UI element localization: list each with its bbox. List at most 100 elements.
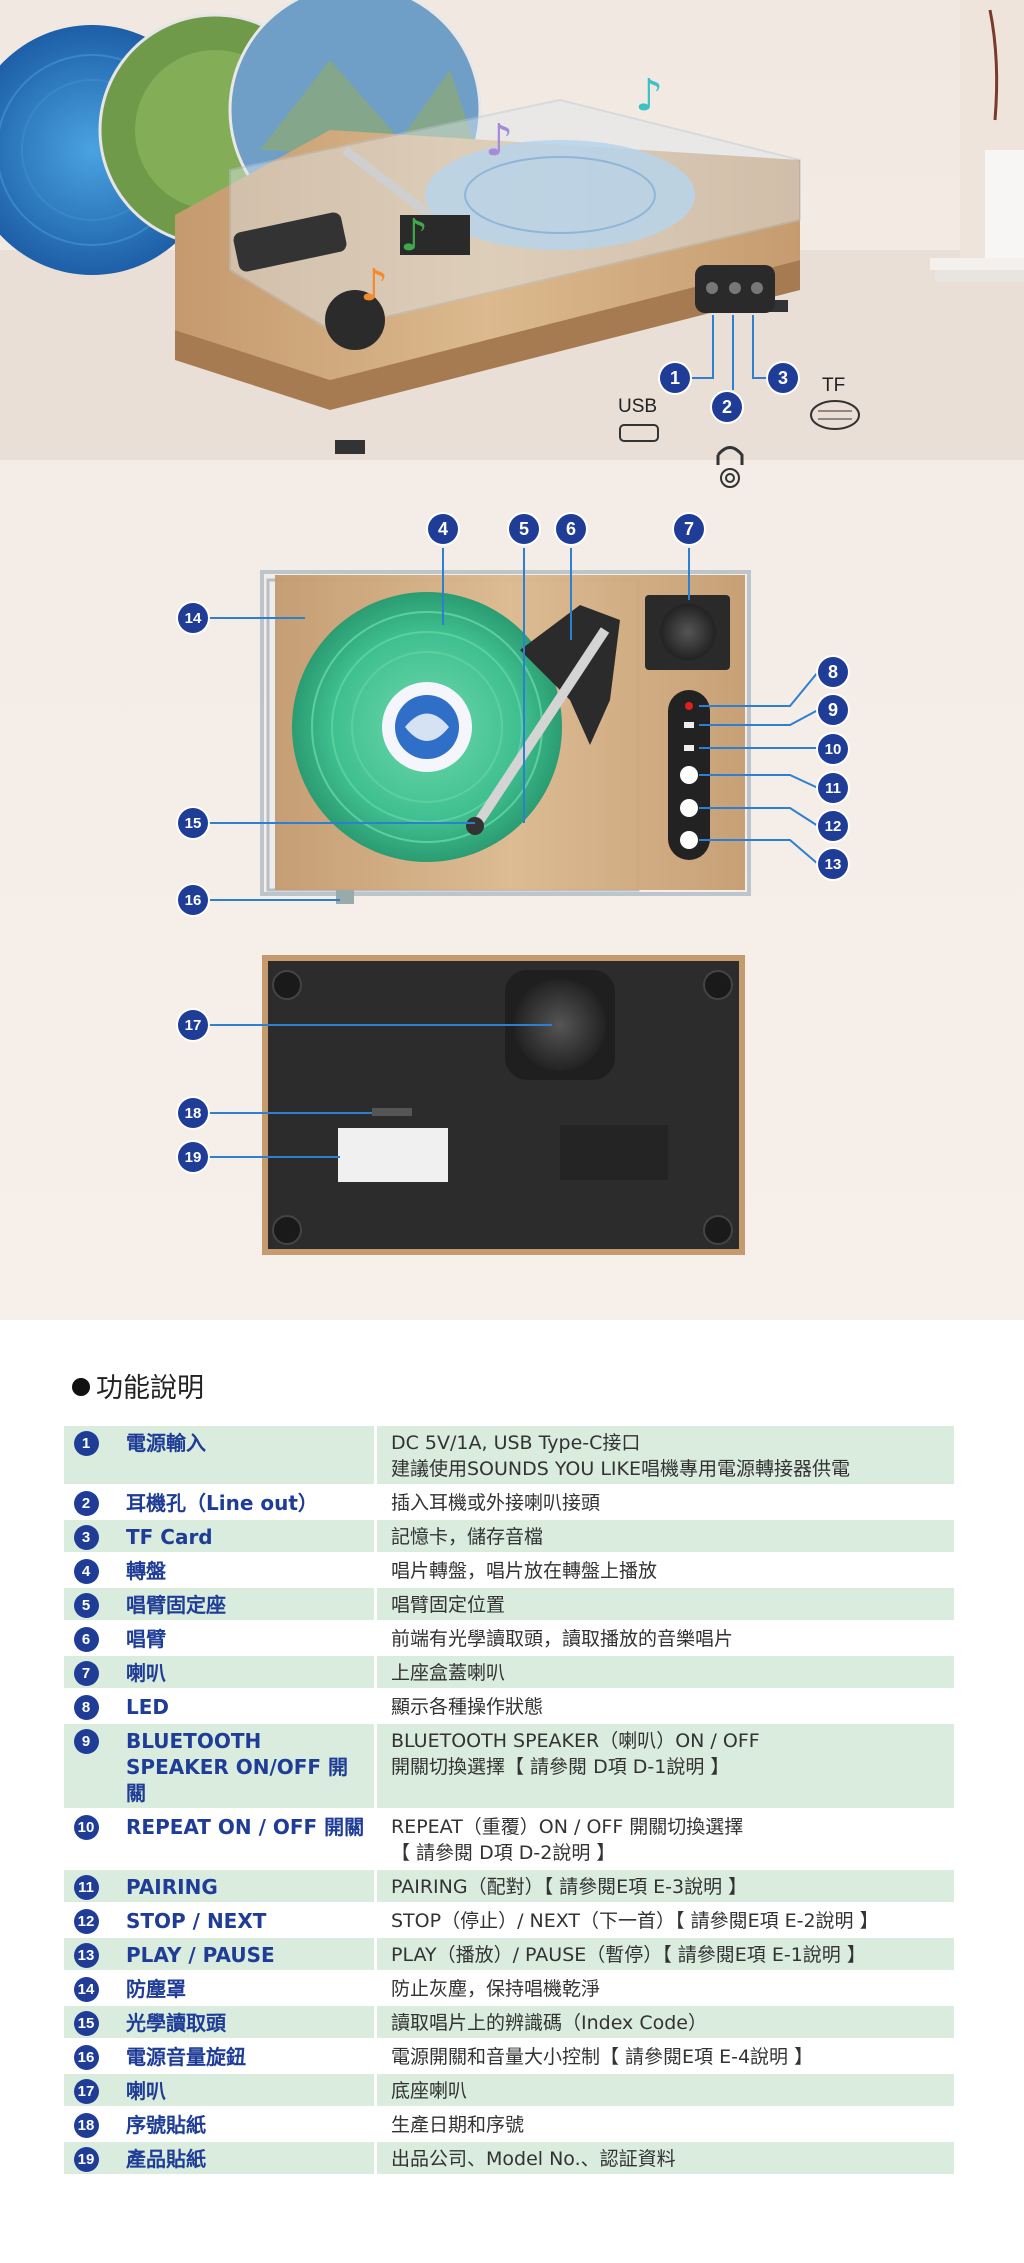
callout-18: 18	[178, 1098, 208, 1128]
feature-description: PAIRING（配對）【 請參閱E項 E-3說明 】	[377, 1870, 954, 1902]
feature-number-badge: 3	[73, 1525, 99, 1550]
feature-number-badge: 11	[73, 1875, 99, 1900]
feature-description: BLUETOOTH SPEAKER（喇叭）ON / OFF 開關切換選擇【 請參閱…	[377, 1724, 954, 1808]
feature-name: 光學讀取頭	[108, 2006, 377, 2038]
turntable-perspective: ♪ ♪ ♪ ♪	[175, 70, 860, 488]
feature-number: 1	[64, 1426, 108, 1484]
feature-description-line: 記憶卡，儲存音檔	[391, 1526, 544, 1548]
feature-number-badge: 8	[73, 1695, 99, 1720]
feature-description-line: BLUETOOTH SPEAKER（喇叭）ON / OFF	[391, 1730, 760, 1752]
turntable-bottom-view	[208, 955, 745, 1255]
feature-name: TF Card	[108, 1520, 377, 1552]
feature-row: 18 序號貼紙生產日期和序號	[64, 2108, 954, 2140]
feature-number-badge: 1	[73, 1431, 99, 1456]
feature-number-badge: 12	[73, 1909, 99, 1934]
feature-name: STOP / NEXT	[108, 1904, 377, 1936]
feature-number: 2	[64, 1486, 108, 1518]
port-label-tf: TF	[822, 375, 846, 396]
section-title: 功能說明	[72, 1366, 204, 1405]
feature-number: 5	[64, 1588, 108, 1620]
feature-name: LED	[108, 1690, 377, 1722]
product-diagram: ♪ ♪ ♪ ♪	[0, 0, 1024, 1320]
feature-number: 18	[64, 2108, 108, 2140]
bullet-icon	[72, 1378, 90, 1396]
decorative-records	[0, 0, 482, 275]
feature-description: 讀取唱片上的辨識碼（Index Code）	[377, 2006, 954, 2038]
feature-number-badge: 18	[73, 2113, 99, 2138]
callout-12: 12	[818, 811, 848, 841]
feature-description: 底座喇叭	[377, 2074, 954, 2106]
feature-description: 前端有光學讀取頭，讀取播放的音樂唱片	[377, 1622, 954, 1654]
callout-16: 16	[178, 885, 208, 915]
product-illustration: ♪ ♪ ♪ ♪	[0, 0, 1024, 1255]
feature-description: 防止灰塵，保持唱機乾淨	[377, 1972, 954, 2004]
feature-description-line: 讀取唱片上的辨識碼（Index Code）	[391, 2012, 707, 2034]
feature-description: STOP（停止）/ NEXT（下一首）【 請參閱E項 E-2說明 】	[377, 1904, 954, 1936]
callout-2: 2	[712, 392, 742, 422]
feature-number: 12	[64, 1904, 108, 1936]
feature-description: 出品公司、Model No.、認証資料	[377, 2142, 954, 2174]
feature-name: REPEAT ON / OFF 開關	[108, 1810, 377, 1868]
feature-description-line: 唱片轉盤，唱片放在轉盤上播放	[391, 1560, 658, 1582]
feature-description: PLAY（播放）/ PAUSE（暫停）【 請參閱E項 E-1說明 】	[377, 1938, 954, 1970]
feature-name: PAIRING	[108, 1870, 377, 1902]
callout-15: 15	[178, 808, 208, 838]
callout-9: 9	[818, 695, 848, 725]
feature-description: 電源開關和音量大小控制【 請參閱E項 E-4說明 】	[377, 2040, 954, 2072]
feature-name: 唱臂	[108, 1622, 377, 1654]
feature-number: 19	[64, 2142, 108, 2174]
feature-number: 3	[64, 1520, 108, 1552]
feature-row: 3 TF Card 記憶卡，儲存音檔	[64, 1520, 954, 1552]
feature-number-badge: 6	[73, 1627, 99, 1652]
callout-13: 13	[818, 849, 848, 879]
feature-description-line: 顯示各種操作狀態	[391, 1696, 544, 1718]
feature-number: 7	[64, 1656, 108, 1688]
feature-number: 4	[64, 1554, 108, 1586]
feature-number-badge: 19	[73, 2147, 99, 2172]
feature-name: BLUETOOTH SPEAKER ON/OFF 開關	[108, 1724, 377, 1808]
feature-number-badge: 15	[73, 2011, 99, 2036]
callout-6: 6	[556, 514, 586, 544]
feature-name: 序號貼紙	[108, 2108, 377, 2140]
svg-text:♪: ♪	[485, 115, 513, 166]
feature-number-badge: 7	[73, 1661, 99, 1686]
feature-number: 16	[64, 2040, 108, 2072]
feature-row: 6 唱臂前端有光學讀取頭，讀取播放的音樂唱片	[64, 1622, 954, 1654]
feature-description: 記憶卡，儲存音檔	[377, 1520, 954, 1552]
feature-description-line: 開關切換選擇【 請參閱 D項 D-1說明 】	[391, 1756, 730, 1778]
callout-11: 11	[818, 773, 848, 803]
feature-description-line: 前端有光學讀取頭，讀取播放的音樂唱片	[391, 1628, 734, 1650]
feature-number: 10	[64, 1810, 108, 1868]
feature-description: 唱片轉盤，唱片放在轉盤上播放	[377, 1554, 954, 1586]
feature-number: 11	[64, 1870, 108, 1902]
feature-description-line: 出品公司、Model No.、認証資料	[391, 2148, 676, 2170]
feature-row: 14 防塵罩防止灰塵，保持唱機乾淨	[64, 1972, 954, 2004]
feature-number: 8	[64, 1690, 108, 1722]
callout-14: 14	[178, 603, 208, 633]
turntable-top-view	[208, 548, 819, 904]
feature-number-badge: 4	[73, 1559, 99, 1584]
feature-description: REPEAT（重覆）ON / OFF 開關切換選擇【 請參閱 D項 D-2說明 …	[377, 1810, 954, 1868]
svg-text:♪: ♪	[360, 260, 388, 311]
feature-description-line: 電源開關和音量大小控制【 請參閱E項 E-4說明 】	[391, 2046, 814, 2068]
feature-number-badge: 14	[73, 1977, 99, 2002]
feature-number: 14	[64, 1972, 108, 2004]
feature-name: 防塵罩	[108, 1972, 377, 2004]
feature-description-line: 生產日期和序號	[391, 2114, 525, 2136]
feature-name: 喇叭	[108, 1656, 377, 1688]
section-title-text: 功能說明	[96, 1373, 204, 1404]
callout-7: 7	[674, 514, 704, 544]
feature-description-line: PAIRING（配對）【 請參閱E項 E-3說明 】	[391, 1876, 748, 1898]
feature-number: 17	[64, 2074, 108, 2106]
callout-17: 17	[178, 1010, 208, 1040]
feature-number-badge: 5	[73, 1593, 99, 1618]
